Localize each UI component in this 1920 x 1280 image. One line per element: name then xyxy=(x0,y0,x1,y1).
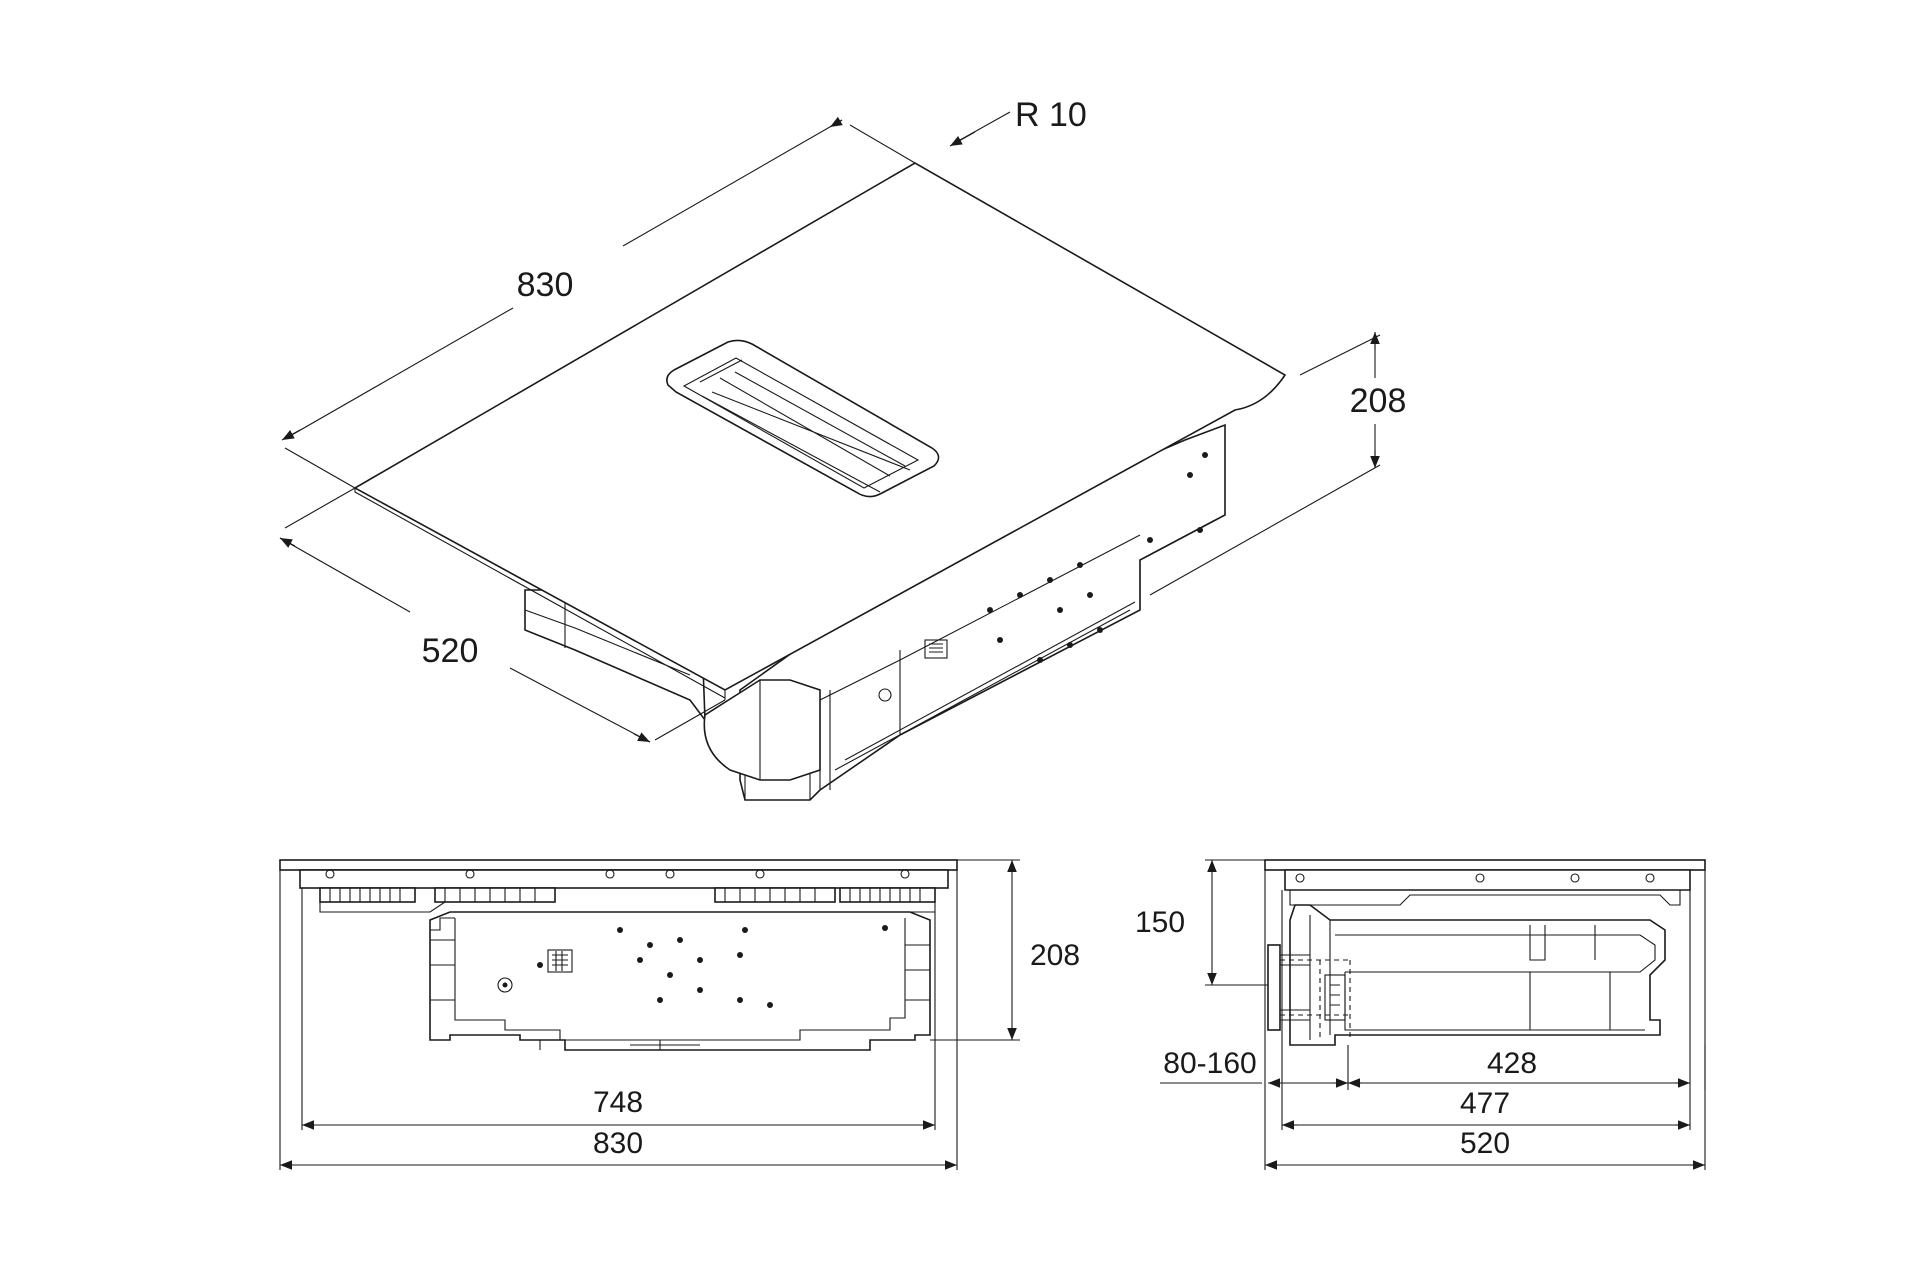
front-hob-plate xyxy=(279,859,958,871)
iso-panel-holes xyxy=(878,452,1208,702)
front-extractor-body xyxy=(429,911,931,1051)
front-outer-width-label: 830 xyxy=(593,1127,643,1160)
side-depth-label: 150 xyxy=(1135,906,1185,939)
iso-hob-top xyxy=(353,162,1287,691)
isometric-view: 830 520 208 R 10 xyxy=(279,96,1407,801)
iso-extractor-vent xyxy=(666,339,940,498)
side-duct-flange xyxy=(1267,944,1281,1031)
iso-height-label: 208 xyxy=(1350,382,1407,420)
front-view: 208 748 830 xyxy=(279,859,1080,1170)
side-477-label: 477 xyxy=(1460,1087,1510,1120)
iso-depth-label: 520 xyxy=(422,632,479,670)
side-hob-plate xyxy=(1264,859,1706,871)
front-inner-width-label: 748 xyxy=(593,1086,643,1119)
side-view: 150 80-160 428 477 520 xyxy=(1135,859,1706,1170)
front-height-label: 208 xyxy=(1030,939,1080,972)
side-520-label: 520 xyxy=(1460,1127,1510,1160)
side-duct-offset-label: 80-160 xyxy=(1163,1047,1256,1080)
front-panel-holes xyxy=(497,925,888,1008)
iso-length-label: 830 xyxy=(517,266,574,304)
side-428-label: 428 xyxy=(1487,1047,1537,1080)
side-extractor-body xyxy=(1289,904,1666,1046)
iso-radius-label: R 10 xyxy=(1015,96,1087,134)
